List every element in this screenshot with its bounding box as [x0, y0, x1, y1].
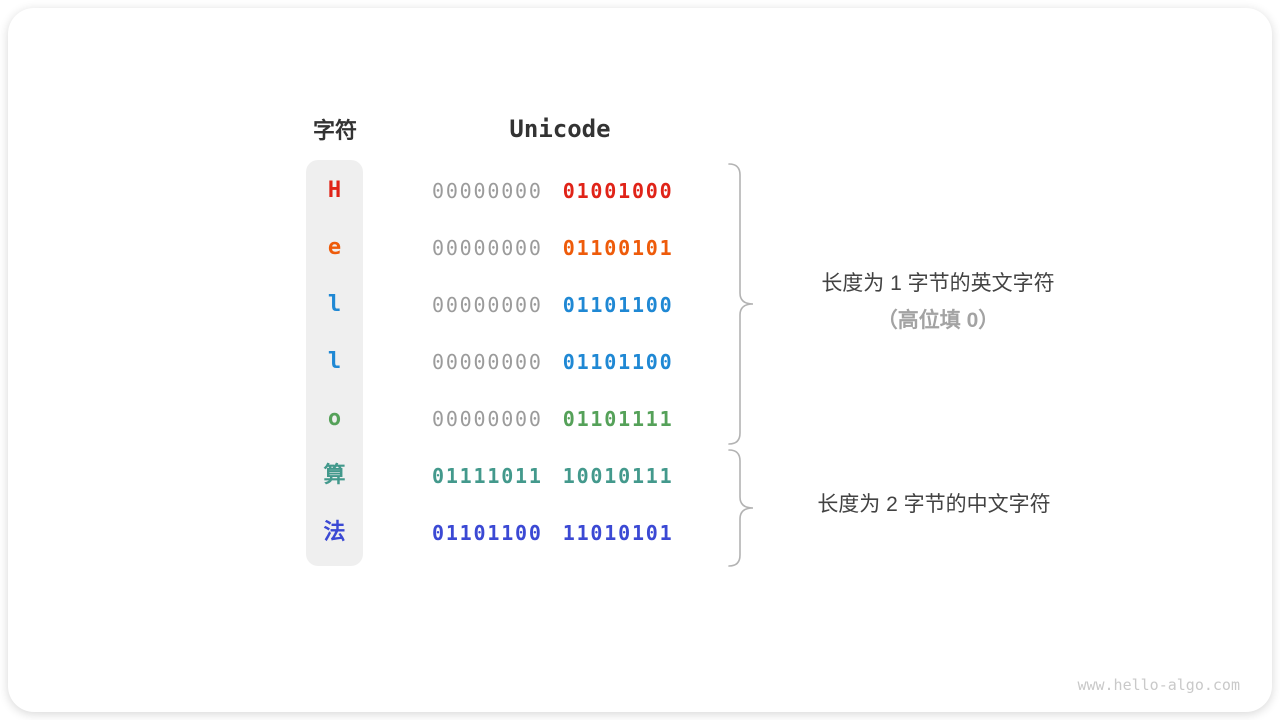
byte-group: 00000000 01001000: [432, 176, 673, 206]
char-cell: e: [327, 235, 342, 260]
byte-value: 01101100: [562, 350, 674, 374]
byte-group: 00000000 01101100: [432, 347, 673, 377]
brace-path: [728, 449, 754, 567]
byte-value: 00000000: [432, 293, 543, 317]
char-column-header: 字符: [312, 118, 357, 143]
char-cell: 法: [323, 520, 346, 545]
char-cell: l: [327, 292, 342, 317]
char-column-background: [306, 160, 363, 566]
annotation-english-line2: （高位填 0）: [876, 309, 1000, 332]
watermark: www.hello-algo.com: [1077, 676, 1240, 694]
byte-value: 10010111: [562, 464, 674, 488]
byte-value: 11010101: [562, 521, 674, 545]
char-cell: l: [327, 349, 342, 374]
brace-chinese-chars: [728, 449, 754, 567]
byte-value: 00000000: [432, 407, 543, 431]
byte-value: 00000000: [432, 236, 543, 260]
byte-value: 01111011: [432, 464, 543, 488]
byte-value: 01101100: [562, 293, 674, 317]
byte-value: 00000000: [432, 179, 543, 203]
char-cell: 算: [323, 463, 346, 488]
unicode-column-header: Unicode: [509, 115, 611, 143]
annotation-english-line1: 长度为 1 字节的英文字符: [821, 272, 1055, 295]
byte-group: 01111011 10010111: [432, 461, 673, 491]
annotation-english: 长度为 1 字节的英文字符 （高位填 0）: [748, 265, 1128, 339]
brace-english-chars: [728, 163, 754, 445]
char-cell: H: [327, 178, 342, 203]
byte-group: 00000000 01101111: [432, 404, 673, 434]
annotation-chinese: 长度为 2 字节的中文字符: [817, 493, 1051, 516]
byte-value: 01100101: [562, 236, 674, 260]
byte-value: 01001000: [562, 179, 674, 203]
byte-group: 01101100 11010101: [432, 518, 673, 548]
byte-value: 00000000: [432, 350, 543, 374]
byte-group: 00000000 01101100: [432, 290, 673, 320]
char-cell: o: [327, 406, 342, 431]
byte-group: 00000000 01100101: [432, 233, 673, 263]
brace-path: [728, 163, 754, 445]
byte-value: 01101111: [562, 407, 674, 431]
diagram-card: 字符 Unicode H 00000000 01001000 e 00000000 011…: [8, 8, 1272, 712]
byte-value: 01101100: [432, 521, 543, 545]
